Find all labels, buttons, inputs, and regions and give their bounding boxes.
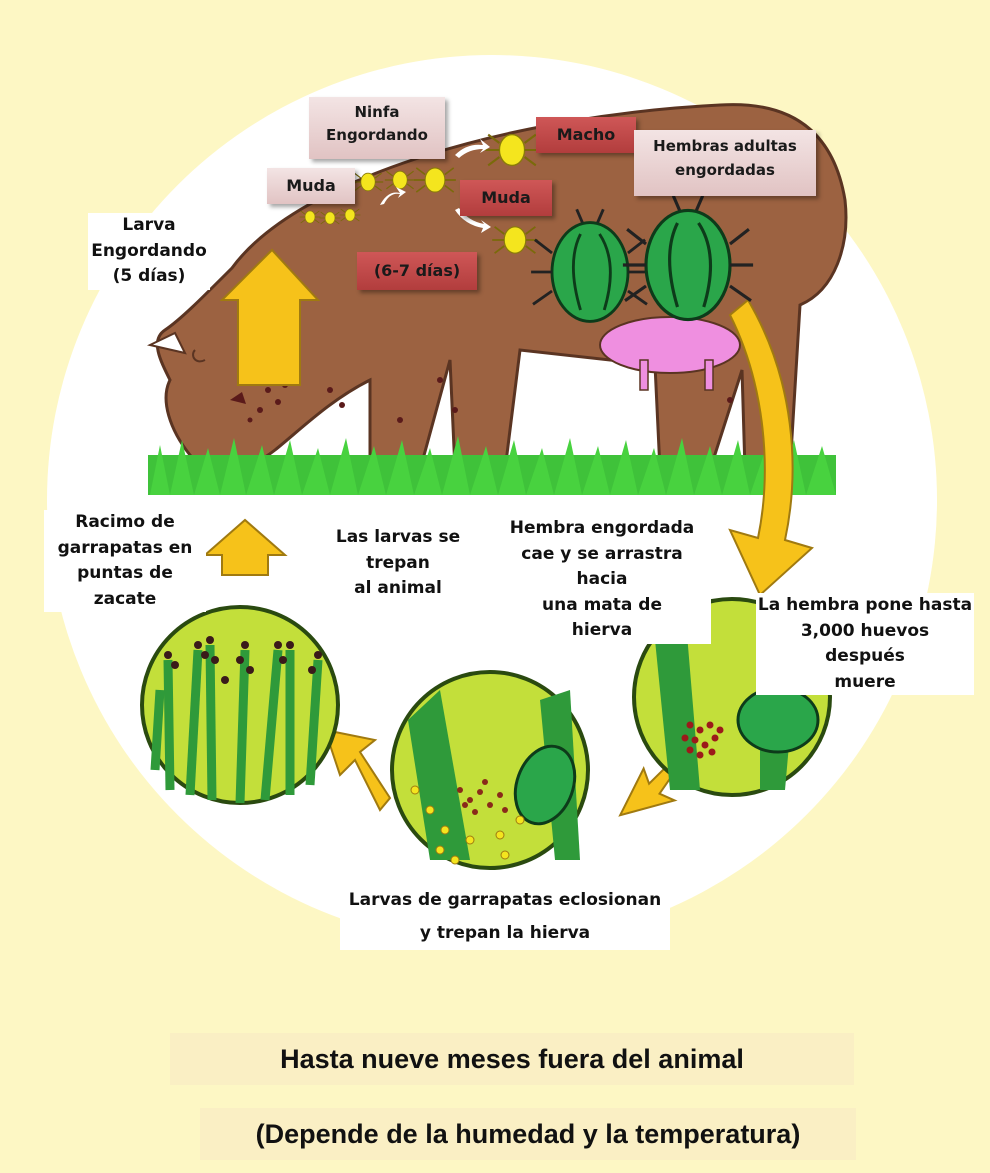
- label-macho: Macho: [536, 117, 636, 153]
- label-6-7-dias: (6-7 días): [357, 252, 477, 290]
- label-muda-1: Muda: [267, 168, 355, 204]
- label-muda-2: Muda: [460, 180, 552, 216]
- label-larvas-eclosionan: Larvas de garrapatas eclosionan y trepan…: [340, 884, 670, 950]
- label-hembra-cae: Hembra engordada cae y se arrastra hacia…: [493, 516, 711, 644]
- label-larva-engordando: Larva Engordando (5 días): [88, 213, 210, 290]
- label-racimo: Racimo de garrapatas en puntas de zacate: [44, 510, 206, 612]
- grass-circle-tick-clusters: [142, 607, 338, 803]
- footer-line-2: (Depende de la humedad y la temperatura): [200, 1108, 856, 1160]
- footer-line-1: Hasta nueve meses fuera del animal: [170, 1033, 854, 1085]
- label-hembra-pone: La hembra pone hasta 3,000 huevos despué…: [756, 593, 974, 695]
- label-hembras-adultas: Hembras adultas engordadas: [634, 130, 816, 196]
- label-ninfa-engordando: Ninfa Engordando: [309, 97, 445, 159]
- grass-circle-larvae-hatching: [392, 672, 588, 868]
- label-larvas-trepan: Las larvas se trepan al animal: [303, 525, 493, 602]
